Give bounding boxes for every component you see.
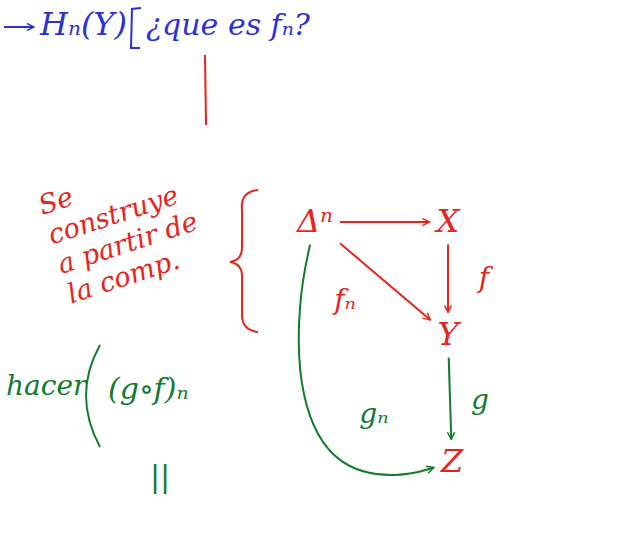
morphism-label: fₙ	[332, 285, 358, 316]
handwritten-note: (g∘f)ₙ	[108, 372, 189, 407]
object-label: Y	[437, 317, 458, 352]
leader-line	[205, 55, 206, 125]
morphism-label: gₙ	[357, 399, 390, 430]
parenthesis	[86, 345, 100, 447]
object-label: Z	[441, 444, 463, 479]
bracket	[131, 8, 141, 48]
object-label: X	[437, 204, 460, 239]
morphism-arrow	[449, 358, 452, 440]
object-label: Δⁿ	[297, 204, 333, 239]
morphism-arrow	[299, 245, 434, 475]
diagram-object: X	[433, 202, 464, 241]
morphism-label: f	[477, 263, 491, 294]
handwritten-note: Se construye a partir de la comp.	[34, 145, 215, 309]
handwritten-note: ||	[150, 460, 170, 495]
map-arrow	[4, 26, 34, 28]
diagram-object: Δⁿ	[293, 202, 337, 241]
diagram-object: Y	[433, 315, 462, 354]
connector-group	[299, 222, 451, 475]
morphism-arrow	[447, 245, 449, 313]
handwritten-note: Hₙ(Y)	[40, 6, 127, 43]
handwritten-note: ¿que es fₙ?	[146, 8, 310, 43]
diagram-object: Z	[437, 442, 467, 481]
morphism-arrow	[340, 221, 430, 223]
handwritten-note: hacer	[6, 370, 86, 402]
brace	[230, 190, 258, 332]
morphism-label: g	[469, 385, 491, 416]
